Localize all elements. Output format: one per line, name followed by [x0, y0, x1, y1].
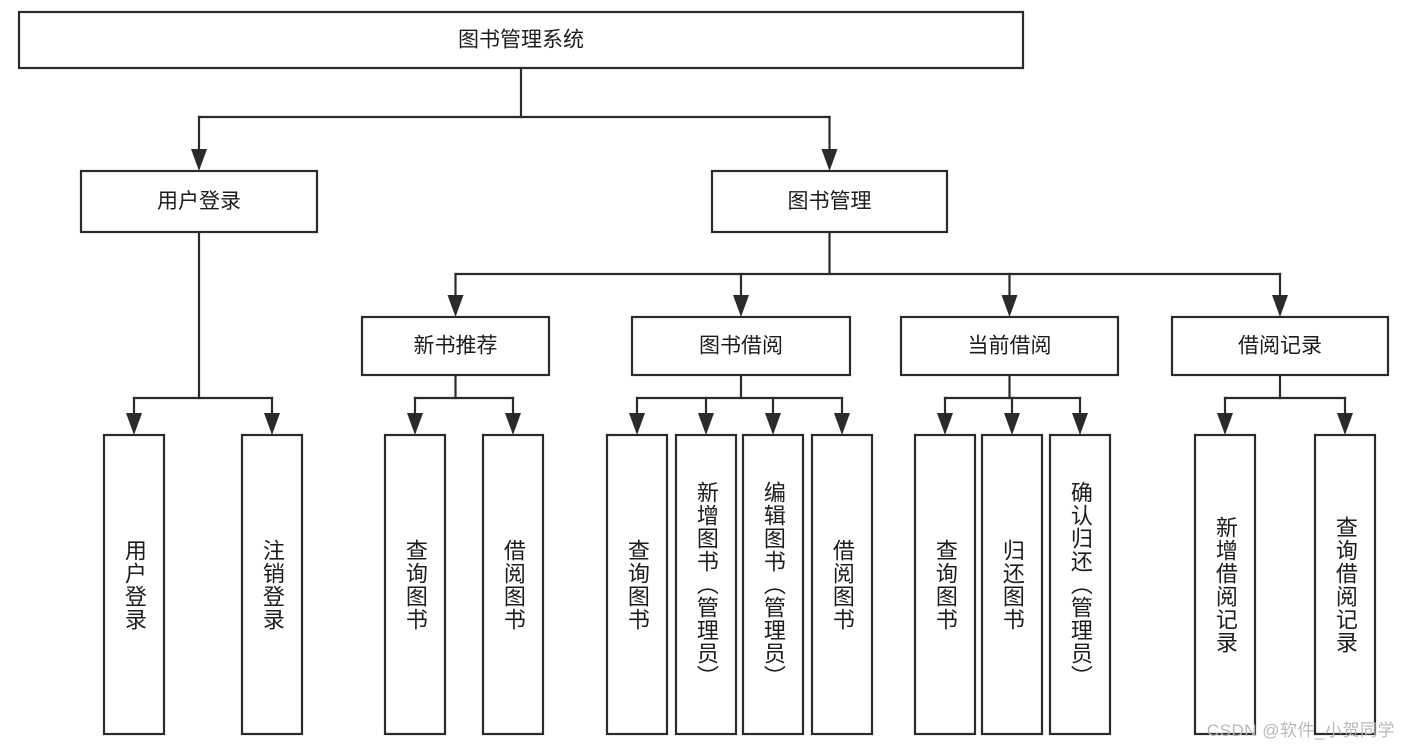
node-leaf-confirm-return [1048, 433, 1112, 736]
arrow-to-borrow-record [1272, 295, 1288, 317]
node-user-login [79, 169, 319, 234]
node-book-management [710, 169, 949, 234]
arrow-to-leaf-return-book [1004, 413, 1020, 435]
nodes-layer [17, 10, 1390, 736]
arrow-to-leaf-query-book-3 [937, 413, 953, 435]
arrow-to-leaf-query-book-2 [629, 413, 645, 435]
arrow-to-book-management [821, 149, 838, 171]
arrow-to-leaf-add-borrow-record [1217, 413, 1233, 435]
arrow-to-leaf-borrow-book-1 [505, 413, 521, 435]
node-current-borrow-label: 当前借阅 [968, 335, 1052, 358]
node-leaf-add-book [674, 433, 738, 736]
node-leaf-borrow-book-1 [481, 433, 545, 736]
node-leaf-return-book [980, 433, 1044, 736]
node-leaf-borrow-book-2 [810, 433, 874, 736]
node-leaf-logout [240, 433, 304, 736]
node-leaf-query-book-1 [383, 433, 447, 736]
node-leaf-query-book-3 [913, 433, 977, 736]
node-root-label: 图书管理系统 [458, 29, 584, 52]
node-current-borrow [899, 315, 1120, 377]
connectors-layer [126, 66, 1353, 435]
node-user-login-label: 用户登录 [157, 190, 241, 213]
arrow-to-leaf-logout [264, 413, 280, 435]
node-new-book-recommend [360, 315, 551, 377]
node-leaf-user-login [102, 433, 166, 736]
node-leaf-edit-book [741, 433, 805, 736]
node-root [17, 10, 1025, 70]
node-borrow-record-label: 借阅记录 [1238, 335, 1322, 358]
arrow-to-new-book-recommend [447, 295, 464, 317]
node-book-management-label: 图书管理 [788, 190, 872, 213]
arrow-to-leaf-borrow-book-2 [834, 413, 850, 435]
node-borrow-record [1170, 315, 1390, 377]
arrow-to-leaf-confirm-return [1072, 413, 1088, 435]
arrow-to-leaf-user-login [126, 413, 142, 435]
node-leaf-query-borrow-record [1313, 433, 1377, 736]
node-new-book-recommend-label: 新书推荐 [414, 335, 498, 358]
arrow-to-leaf-query-book-1 [407, 413, 423, 435]
arrow-to-book-borrow [733, 295, 749, 317]
arrow-to-leaf-query-borrow-record [1337, 413, 1353, 435]
arrow-to-leaf-add-book [698, 413, 714, 435]
node-leaf-add-borrow-record [1193, 433, 1257, 736]
node-leaf-query-book-2 [605, 433, 669, 736]
node-book-borrow-label: 图书借阅 [699, 335, 783, 358]
arrow-to-user-login [191, 149, 207, 171]
csdn-watermark: CSDN @软件_小贺同学 [1206, 721, 1395, 740]
arrow-to-current-borrow [1001, 295, 1018, 317]
node-book-borrow [630, 315, 852, 377]
arrow-to-leaf-edit-book [765, 413, 781, 435]
